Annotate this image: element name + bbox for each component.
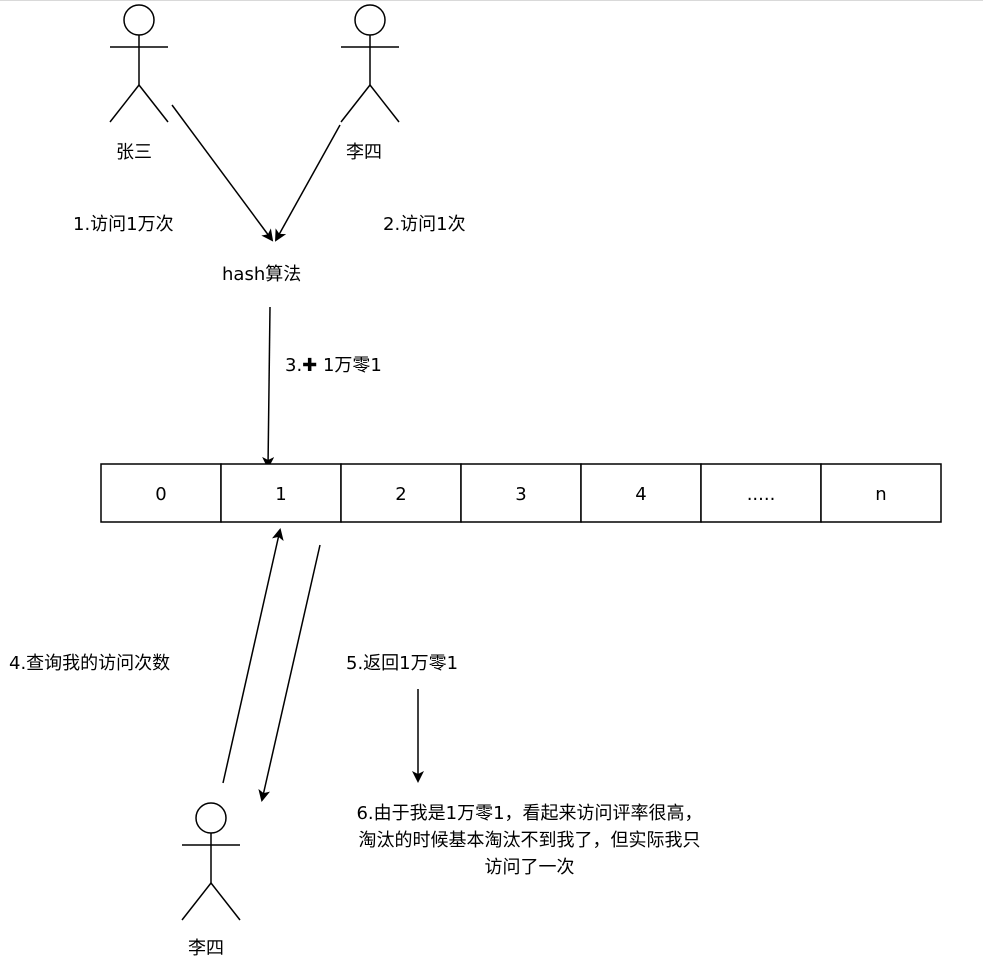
array-cell-5	[700, 463, 822, 523]
hash-array: 0 1 2 3 4 ..... n	[100, 463, 942, 523]
array-cell-6	[820, 463, 942, 523]
arrow-query-up	[222, 528, 284, 784]
step2-label: 2.访问1次	[383, 214, 466, 235]
array-cell-label-3: 3	[515, 484, 526, 505]
arrow-hash-to-array	[262, 306, 275, 469]
step4-label: 4.查询我的访问次数	[9, 653, 171, 674]
array-cell-3	[460, 463, 582, 523]
step6-label: 6.由于我是1万零1，看起来访问评率很高，淘汰的时候基本淘汰不到我了，但实际我只…	[356, 803, 703, 878]
array-cell-label-5: .....	[747, 484, 776, 505]
step5-label: 5.返回1万零1	[346, 653, 459, 674]
array-cell-2	[340, 463, 462, 523]
arrow-zhangsan-to-hash	[171, 104, 274, 242]
array-cell-4	[580, 463, 702, 523]
actor-lisi-bottom-figure	[181, 802, 241, 921]
actor-lisi-bottom-label: 李四	[188, 938, 224, 959]
arrow-lisi-to-hash	[275, 124, 341, 242]
array-cell-0	[100, 463, 222, 523]
step1-label: 1.访问1万次	[73, 214, 174, 235]
hash-algorithm-label: hash算法	[222, 264, 302, 285]
array-cell-label-1: 1	[275, 484, 286, 505]
top-divider	[0, 0, 983, 1]
actor-lisi-top-label: 李四	[346, 142, 382, 163]
array-cell-label-6: n	[875, 484, 886, 505]
actor-zhangsan-label: 张三	[116, 142, 152, 163]
actor-lisi-top-figure	[340, 4, 400, 123]
step3-label: 3.✚ 1万零1	[285, 355, 382, 376]
array-cell-label-0: 0	[155, 484, 166, 505]
array-cell-label-2: 2	[395, 484, 406, 505]
array-cell-label-4: 4	[635, 484, 646, 505]
arrow-return-down	[258, 544, 321, 802]
actor-zhangsan-figure	[109, 4, 169, 123]
array-cell-1	[220, 463, 342, 523]
